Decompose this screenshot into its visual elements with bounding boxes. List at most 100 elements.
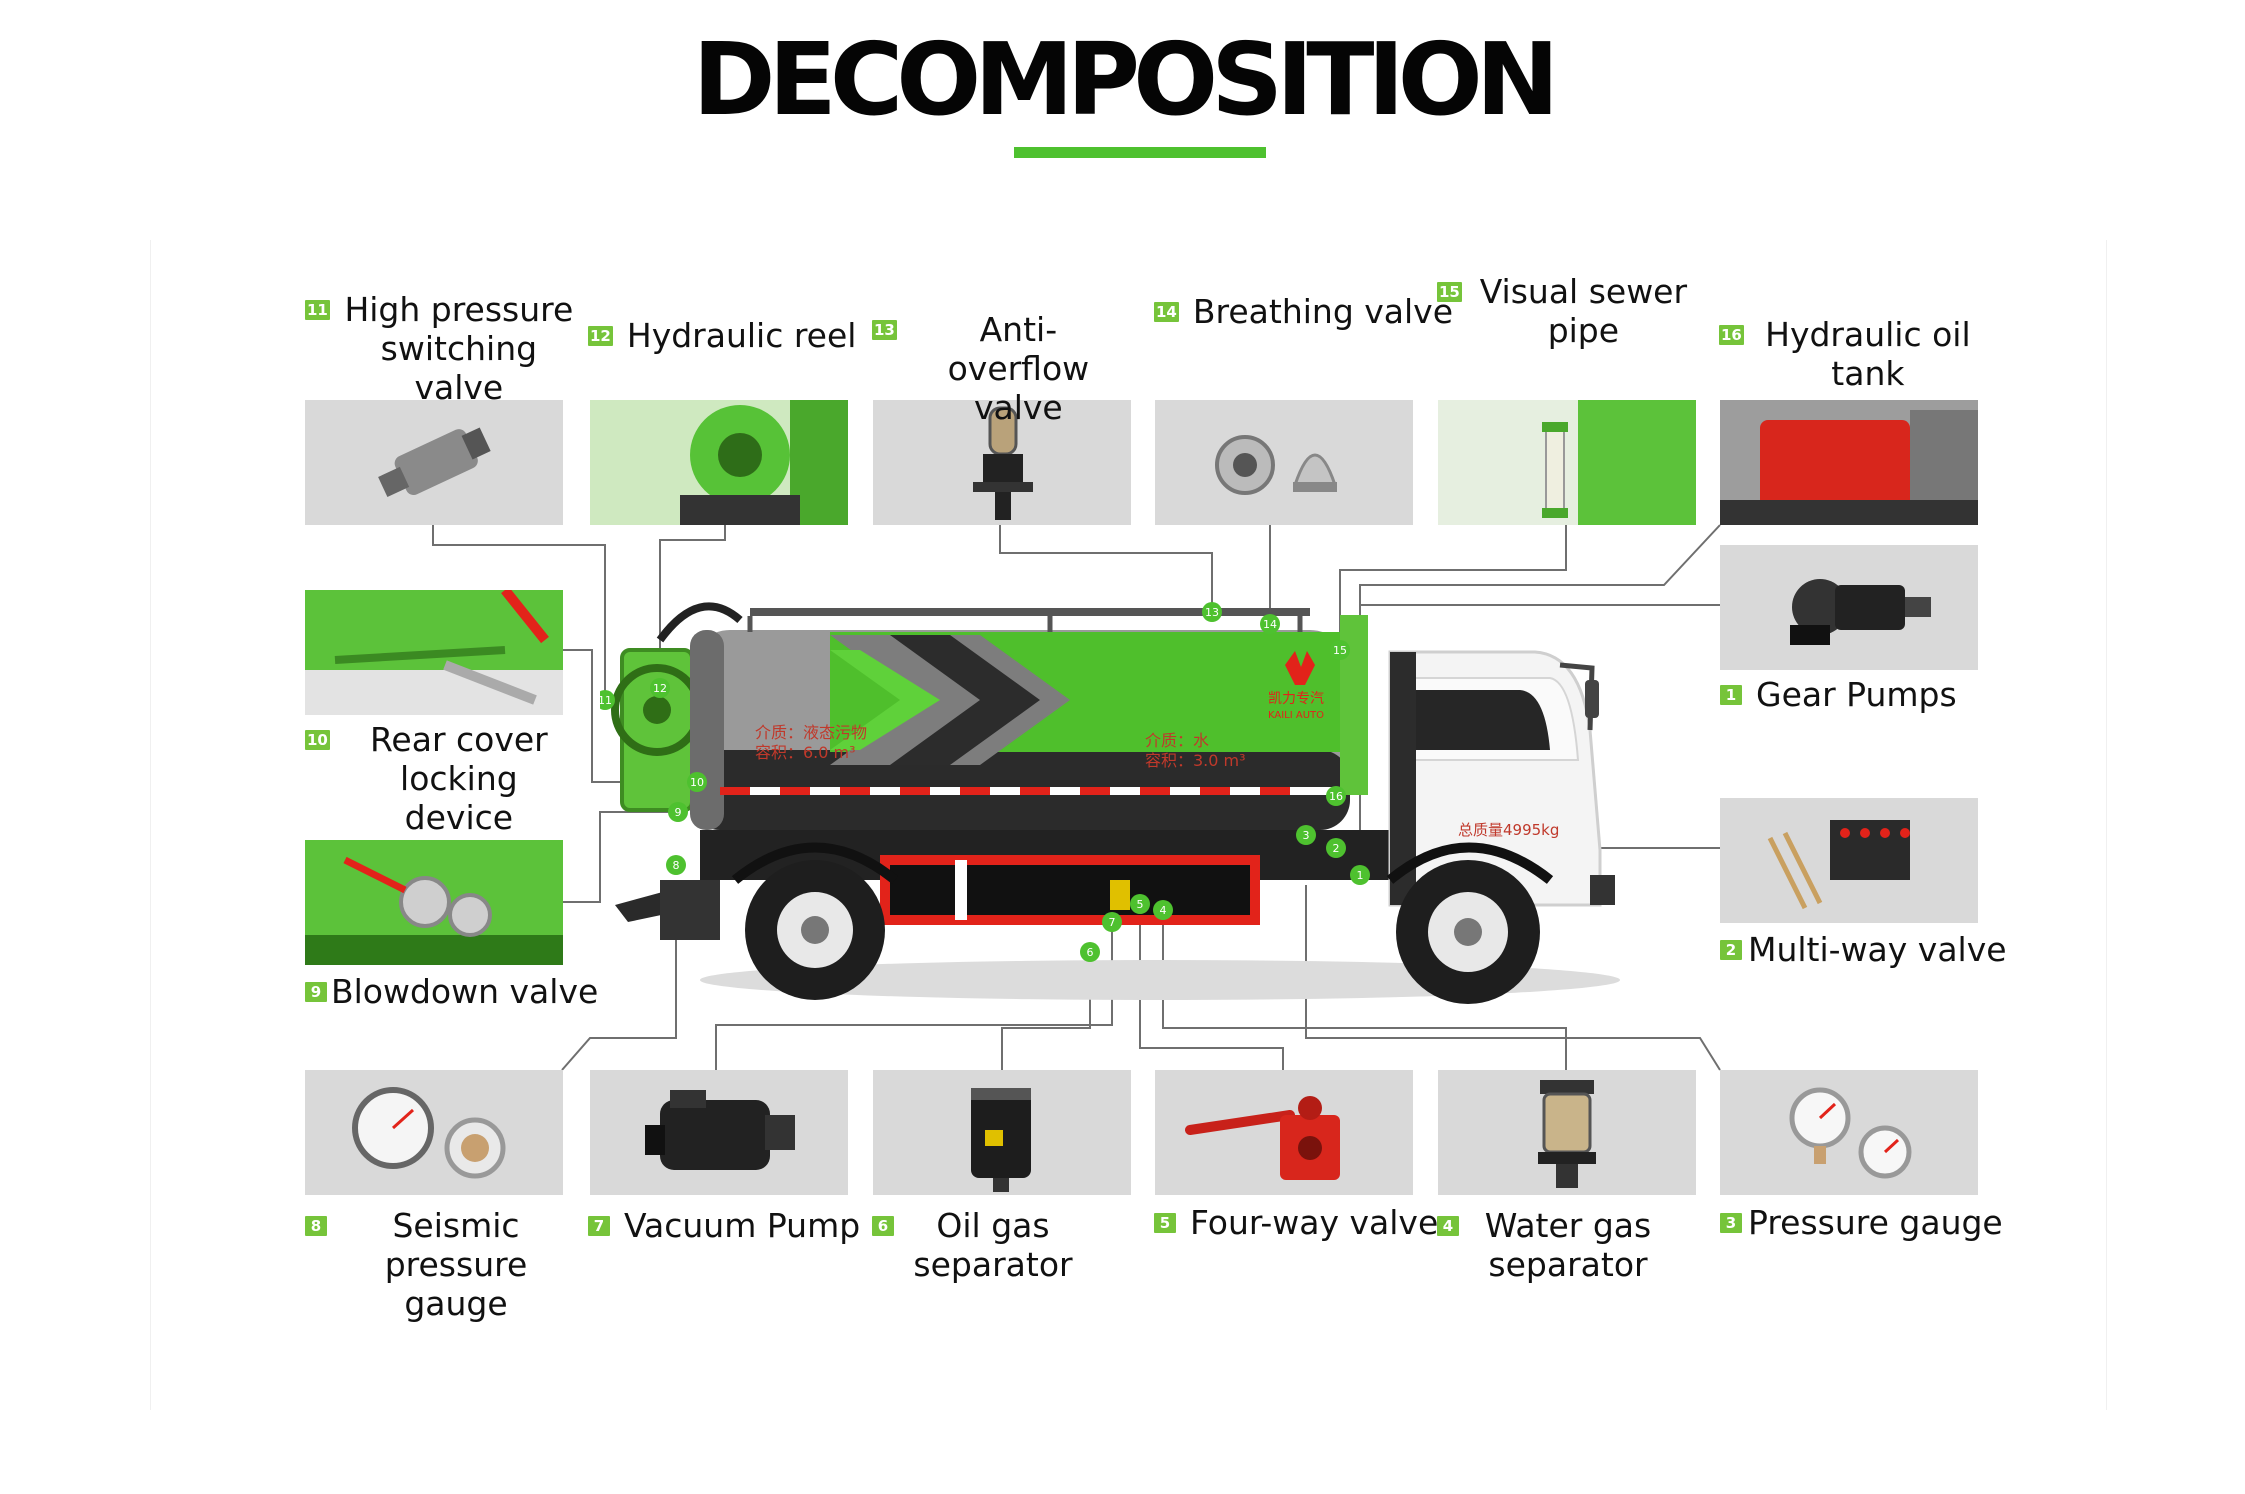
title-underline <box>1014 147 1266 158</box>
svg-text:16: 16 <box>1329 790 1343 803</box>
label-anti-overflow-valve: 13 Anti-overflow valve <box>872 310 1126 427</box>
number-badge: 11 <box>305 300 330 320</box>
marker-7: 7 <box>1102 912 1122 932</box>
label-high-pressure-switching-valve: 11 High pressure switching valve <box>305 290 574 407</box>
svg-text:13: 13 <box>1205 606 1219 619</box>
part-name: Seismic pressure gauge <box>384 1206 528 1323</box>
number-badge: 5 <box>1154 1213 1176 1233</box>
number-badge: 1 <box>1720 685 1742 705</box>
thumb-water-gas-separator <box>1438 1070 1696 1195</box>
thumb-hydraulic-reel <box>590 400 848 525</box>
thumb-hydraulic-oil-tank <box>1720 400 1978 525</box>
marker-12: 12 <box>650 678 670 698</box>
brand-logo <box>1285 651 1315 685</box>
thumb-visual-sewer-pipe <box>1438 400 1696 525</box>
number-badge: 10 <box>305 730 330 750</box>
marker-14: 14 <box>1260 614 1280 634</box>
thumb-vacuum-pump <box>590 1070 848 1195</box>
part-name: Four-way valve <box>1190 1203 1439 1242</box>
thumb-oil-gas-separator <box>873 1070 1131 1195</box>
label-oil-gas-separator: 6 Oil gas separator <box>872 1206 1078 1284</box>
tank-text-left-medium: 介质：液态污物 <box>755 723 867 742</box>
thumb-multi-way-valve <box>1720 798 1978 923</box>
part-name: Oil gas separator <box>913 1206 1073 1284</box>
svg-text:4: 4 <box>1160 904 1167 917</box>
part-name: Rear cover locking device <box>369 720 548 837</box>
marker-16: 16 <box>1326 786 1346 806</box>
number-badge: 16 <box>1719 325 1744 345</box>
marker-9: 9 <box>668 802 688 822</box>
label-four-way-valve: 5 Four-way valve <box>1154 1203 1438 1242</box>
label-gear-pumps: 1 Gear Pumps <box>1720 675 1957 714</box>
brand-text-en: KAILI AUTO <box>1268 710 1324 721</box>
marker-3: 3 <box>1296 825 1316 845</box>
svg-text:1: 1 <box>1357 869 1364 882</box>
part-name: Anti-overflow valve <box>947 310 1090 427</box>
number-badge: 4 <box>1437 1216 1459 1236</box>
marker-8: 8 <box>666 855 686 875</box>
number-badge: 7 <box>588 1216 610 1236</box>
number-badge: 15 <box>1437 282 1462 302</box>
svg-text:5: 5 <box>1137 898 1144 911</box>
marker-2: 2 <box>1326 838 1346 858</box>
label-breathing-valve: 14 Breathing valve <box>1154 292 1453 331</box>
marker-11: 11 <box>600 690 615 710</box>
number-badge: 14 <box>1154 302 1179 322</box>
truck-illustration: 介质：液态污物 容积：6.0 m³ 介质：水 容积：3.0 m³ 凯力专汽 KA… <box>600 602 1620 1004</box>
svg-text:2: 2 <box>1333 842 1340 855</box>
number-badge: 9 <box>305 982 327 1002</box>
marker-13: 13 <box>1202 602 1222 622</box>
svg-text:3: 3 <box>1303 829 1310 842</box>
part-name: High pressure switching valve <box>344 290 574 407</box>
part-name: Hydraulic reel <box>626 316 857 355</box>
svg-text:9: 9 <box>675 806 682 819</box>
svg-text:8: 8 <box>673 859 680 872</box>
marker-10: 10 <box>687 772 707 792</box>
rear-wheel <box>745 860 885 1000</box>
svg-text:7: 7 <box>1109 916 1116 929</box>
label-multi-way-valve: 2 Multi-way valve <box>1720 930 2007 969</box>
svg-text:12: 12 <box>653 682 667 695</box>
diagram-panel <box>150 240 2107 1410</box>
front-wheel <box>1396 860 1540 1004</box>
tank-text-left-volume: 容积：6.0 m³ <box>755 743 856 762</box>
number-badge: 13 <box>872 320 897 340</box>
marker-4: 4 <box>1153 900 1173 920</box>
part-name: Blowdown valve <box>331 972 599 1011</box>
marker-5: 5 <box>1130 894 1150 914</box>
thumb-breathing-valve <box>1155 400 1413 525</box>
part-name: Gear Pumps <box>1756 675 1957 714</box>
number-badge: 3 <box>1720 1213 1742 1233</box>
tank-text-right-volume: 容积：3.0 m³ <box>1145 751 1246 770</box>
brand-text-cn: 凯力专汽 <box>1268 691 1324 707</box>
svg-text:6: 6 <box>1087 946 1094 959</box>
label-rear-cover-locking-device: 10 Rear cover locking device <box>305 720 574 837</box>
svg-text:10: 10 <box>690 776 704 789</box>
thumb-high-pressure-switching-valve <box>305 400 563 525</box>
number-badge: 12 <box>588 326 613 346</box>
number-badge: 2 <box>1720 940 1742 960</box>
cab-weight-text: 总质量4995kg <box>1458 821 1559 839</box>
marker-1: 1 <box>1350 865 1370 885</box>
thumb-gear-pumps <box>1720 545 1978 670</box>
part-name: Breathing valve <box>1192 292 1454 331</box>
part-name: Pressure gauge <box>1748 1203 2003 1242</box>
part-name: Multi-way valve <box>1748 930 2007 969</box>
label-hydraulic-oil-tank: 16 Hydraulic oil tank <box>1719 315 1978 393</box>
thumb-seismic-pressure-gauge <box>305 1070 563 1195</box>
svg-text:15: 15 <box>1333 644 1347 657</box>
marker-15: 15 <box>1330 640 1350 660</box>
number-badge: 6 <box>872 1216 894 1236</box>
thumb-rear-cover-locking-device <box>305 590 563 715</box>
svg-text:14: 14 <box>1263 618 1277 631</box>
thumb-anti-overflow-valve <box>873 400 1131 525</box>
svg-text:11: 11 <box>600 694 612 707</box>
part-name: Hydraulic oil tank <box>1765 315 1971 393</box>
thumb-blowdown-valve <box>305 840 563 965</box>
thumb-pressure-gauge <box>1720 1070 1978 1195</box>
